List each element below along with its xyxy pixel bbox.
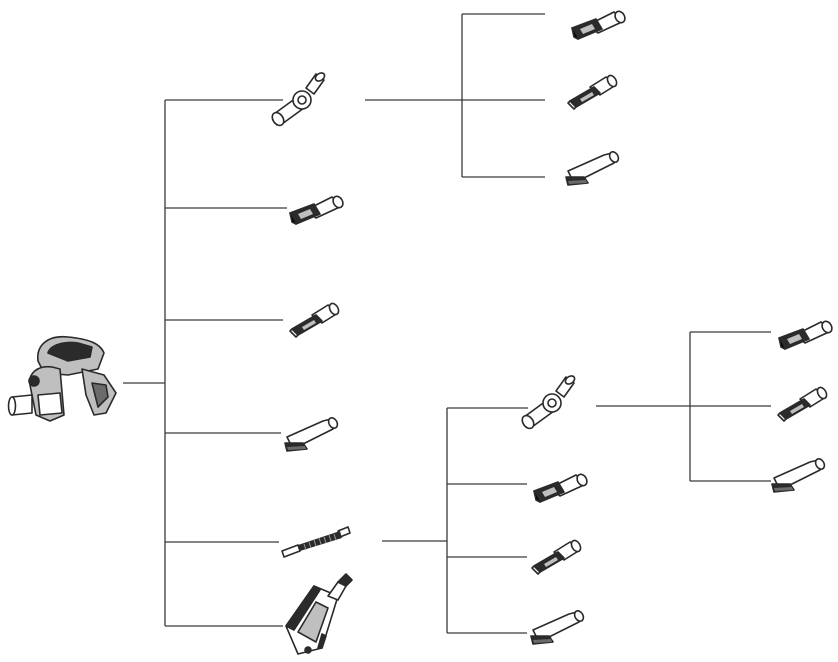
dusting-brush-icon	[531, 609, 585, 644]
slim-crevice-tool-icon	[290, 302, 340, 337]
motorized-floor-head-icon	[286, 574, 352, 654]
elbow-adapter-icon	[520, 374, 576, 430]
crevice-tool-icon	[290, 195, 345, 224]
tree-connectors	[123, 14, 771, 633]
crevice-tool-icon	[534, 473, 589, 502]
slim-crevice-tool-icon	[532, 539, 582, 574]
crevice-tool-icon	[572, 10, 627, 39]
crevice-tool-icon	[779, 320, 834, 349]
handheld-vacuum-icon	[9, 337, 117, 421]
dusting-brush-icon	[772, 457, 826, 492]
extension-hose-icon	[282, 527, 350, 557]
slim-crevice-tool-icon	[568, 74, 618, 109]
dusting-brush-icon	[566, 150, 620, 185]
dusting-brush-icon	[285, 416, 339, 451]
slim-crevice-tool-icon	[778, 386, 828, 421]
